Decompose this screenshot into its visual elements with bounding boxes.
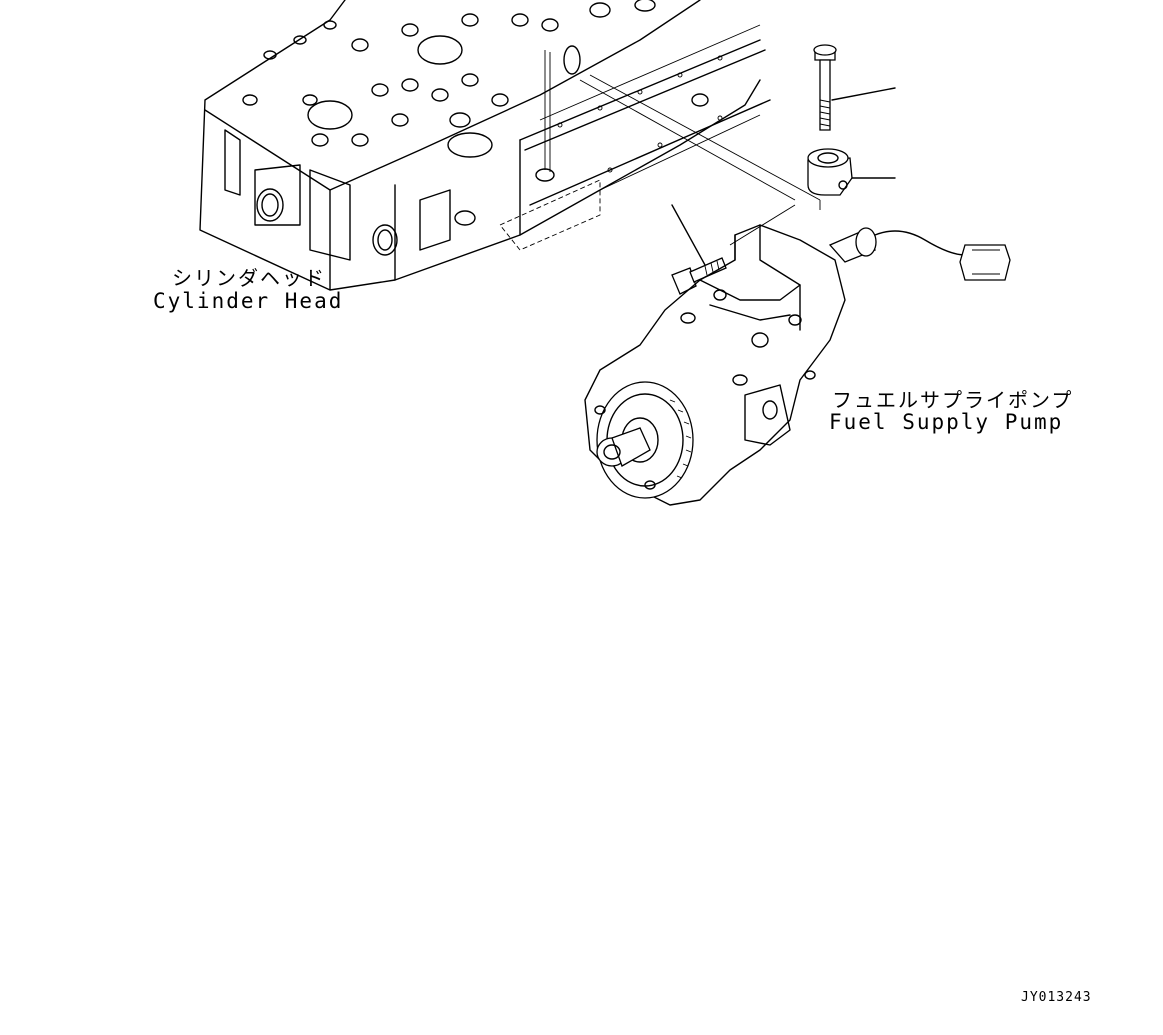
assembly-guide-lines xyxy=(544,50,821,246)
fuel-supply-pump-illustration xyxy=(584,224,1011,506)
cylinder-head-label-ja: シリンダヘッド xyxy=(172,266,326,290)
spacer-bracket xyxy=(807,148,896,196)
drawing-code: JY013243 xyxy=(1021,990,1092,1005)
bolt-lower xyxy=(671,204,727,295)
fuel-pump-label-ja: フュエルサプライポンプ xyxy=(832,388,1074,412)
cylinder-head-illustration xyxy=(199,0,771,291)
cylinder-head-label-en: Cylinder Head xyxy=(153,289,344,313)
fuel-pump-label-en: Fuel Supply Pump xyxy=(829,410,1064,434)
bolt-upper xyxy=(813,44,896,131)
